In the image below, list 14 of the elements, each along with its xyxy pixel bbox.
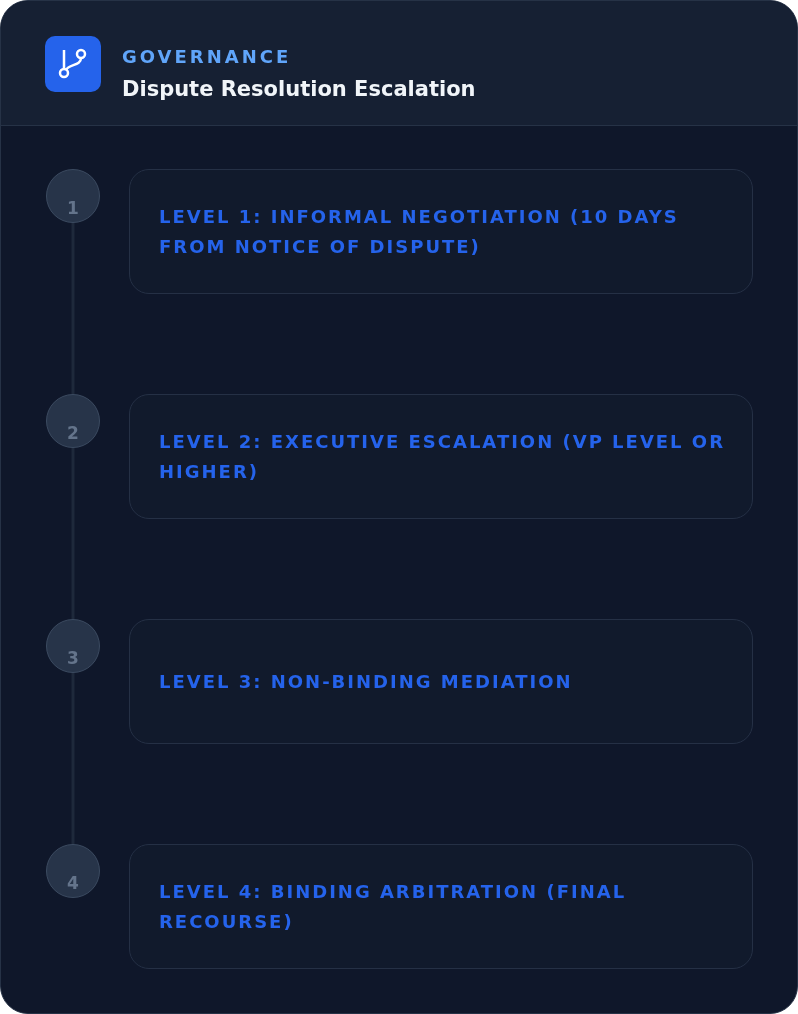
step-text: LEVEL 1: INFORMAL NEGOTIATION (10 DAYS FROM NOTICE OF DISPUTE) (159, 204, 680, 259)
step-text: LEVEL 3: NON-BINDING MEDIATION (159, 669, 574, 694)
step-text: LEVEL 2: EXECUTIVE ESCALATION (VP LEVEL OR HIGHER) (159, 429, 726, 484)
step-number: 3 (46, 619, 100, 673)
step-card (129, 394, 753, 519)
step-text: LEVEL 4: BINDING ARBITRATION (FINAL RECOURSE) (159, 879, 628, 934)
step-number: 2 (46, 394, 100, 448)
step-card (129, 844, 753, 969)
step-number: 1 (46, 169, 100, 223)
category-label: GOVERNANCE (122, 46, 292, 67)
step-card (129, 169, 753, 294)
step-number: 4 (46, 844, 100, 898)
step-card (129, 619, 753, 744)
card-title: Dispute Resolution Escalation (122, 77, 476, 101)
